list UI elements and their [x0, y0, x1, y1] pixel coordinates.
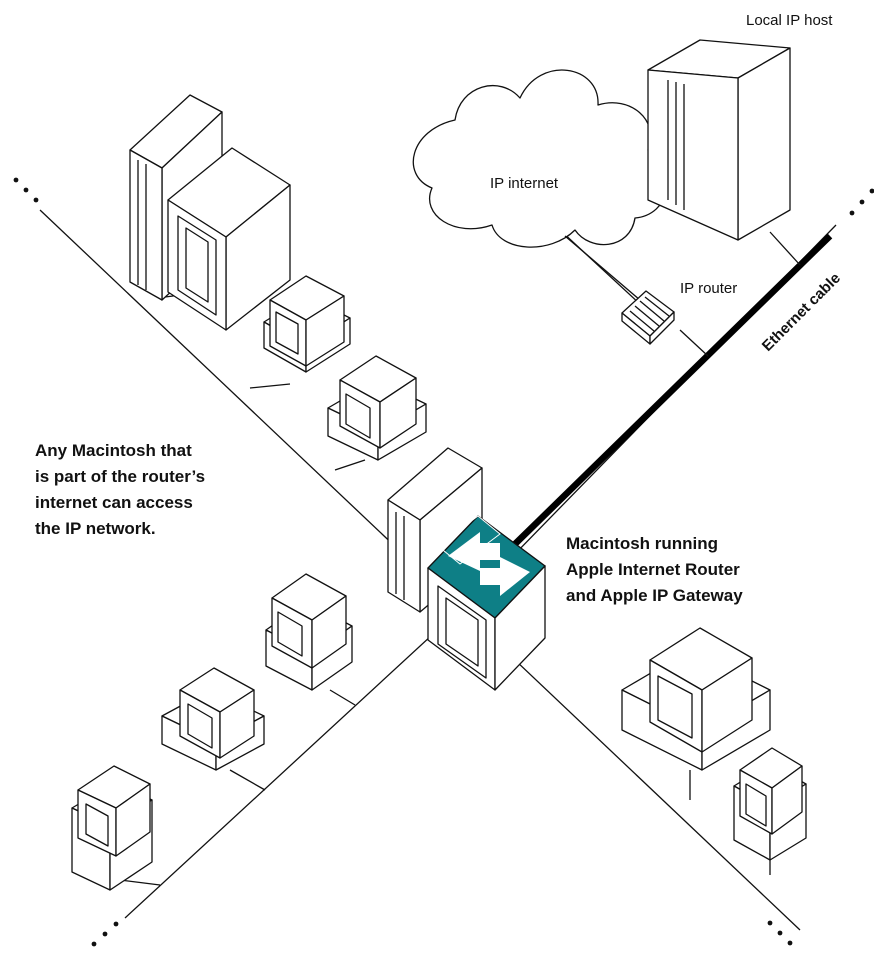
cloud-icon	[412, 69, 668, 248]
compact-mac-3	[265, 573, 353, 691]
ip-internet-label: IP internet	[490, 175, 559, 192]
compact-mac-4	[161, 667, 265, 771]
gateway-line-1: Macintosh running	[566, 534, 718, 553]
large-mac-right	[621, 627, 771, 771]
any-mac-line-3: internet can access	[35, 493, 193, 512]
local-ip-host	[647, 39, 791, 241]
compact-mac-5	[71, 765, 153, 891]
ellipsis-bottom-right	[767, 920, 793, 946]
ellipsis-bottom-left	[91, 921, 119, 947]
any-mac-line-1: Any Macintosh that	[35, 441, 192, 460]
router-arrows-icon	[437, 515, 530, 596]
gateway-macintosh	[427, 515, 546, 691]
ip-router-device	[621, 290, 675, 345]
ethernet-cable-label: Ethernet cable	[759, 270, 844, 355]
any-macintosh-caption: Any Macintosh that is part of the router…	[35, 441, 205, 538]
ip-router-label: IP router	[680, 280, 737, 297]
ellipsis-top-left	[13, 177, 39, 203]
ellipsis-top-right	[849, 188, 874, 216]
compact-mac-2	[327, 355, 427, 461]
gateway-line-2: Apple Internet Router	[566, 560, 740, 579]
compact-mac-6	[733, 747, 807, 861]
gateway-line-3: and Apple IP Gateway	[566, 586, 743, 605]
cloud-to-router-line	[564, 235, 641, 301]
gateway-caption: Macintosh running Apple Internet Router …	[566, 534, 743, 605]
compact-mac-1	[263, 275, 351, 373]
ethernet-cable	[512, 233, 833, 547]
localtalk-line-right	[124, 599, 471, 919]
any-mac-line-4: the IP network.	[35, 519, 156, 538]
local-ip-host-label: Local IP host	[746, 12, 833, 29]
any-mac-line-2: is part of the router’s	[35, 467, 205, 486]
large-monitor-top-left	[167, 147, 291, 331]
